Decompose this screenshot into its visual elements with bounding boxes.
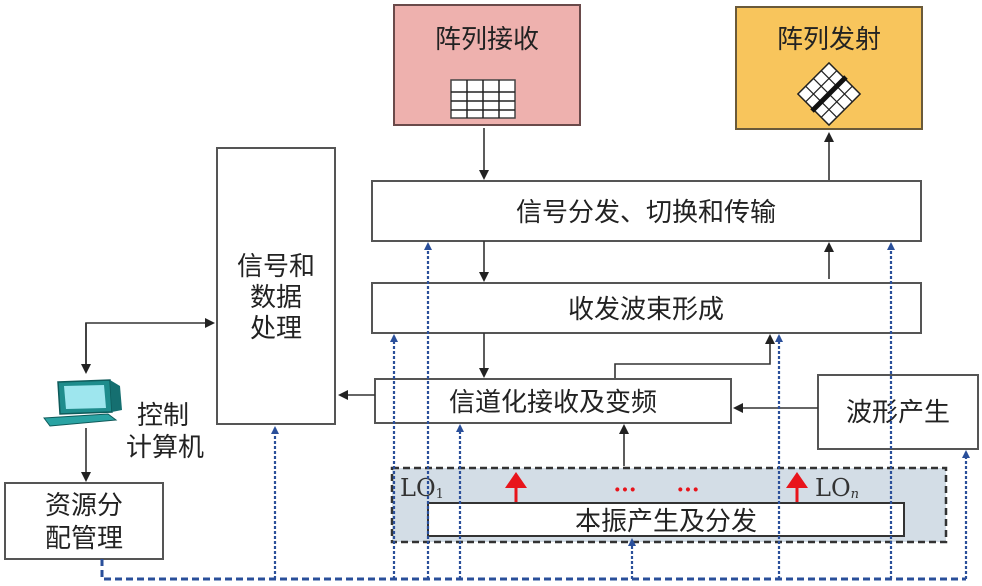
- array-receive-block: 阵列接收: [393, 4, 581, 126]
- waveform-generation-block: 波形产生: [817, 374, 979, 450]
- signal-processing-label-2: 数据: [250, 283, 302, 313]
- resource-management-label-1: 资源分: [45, 491, 123, 521]
- control-computer-label-1: 控制: [137, 401, 189, 431]
- channelized-to-beamforming-arrow: [614, 334, 775, 379]
- receive-array-grid-icon: [450, 79, 516, 119]
- lo-last-label: LOn: [815, 474, 859, 502]
- array-transmit-block: 阵列发射: [735, 6, 923, 130]
- control-computer-icon: [43, 379, 122, 427]
- signal-processing-label-3: 处理: [250, 314, 302, 344]
- signal-processing-label-1: 信号和: [237, 252, 315, 282]
- lo-first-label: LO1: [400, 474, 444, 502]
- control-computer-label-2: 计算机: [126, 433, 204, 463]
- array-receive-label: 阵列接收: [435, 25, 539, 55]
- array-transmit-label: 阵列发射: [777, 25, 881, 55]
- transmit-array-diamond-icon: [796, 61, 862, 127]
- signal-distribution-block: 信号分发、切换和传输: [371, 180, 922, 242]
- lo-distribution-label: 本振产生及分发: [575, 507, 757, 537]
- lo-ellipsis-2: ···: [677, 477, 700, 503]
- channelized-receive-block: 信道化接收及变频: [374, 378, 732, 424]
- signal-distribution-label: 信号分发、切换和传输: [516, 198, 776, 228]
- computer-to-processing-arrow: [85, 318, 215, 364]
- lo-first-arrow-icon: [505, 472, 527, 502]
- signal-processing-block: 信号和 数据 处理: [216, 147, 336, 425]
- beamforming-block: 收发波束形成: [371, 282, 922, 334]
- lo-group: LO1 LOn ··· ··· 本振产生及分发: [390, 466, 948, 544]
- resource-management-label-2: 配管理: [45, 524, 123, 554]
- waveform-generation-label: 波形产生: [846, 398, 950, 428]
- beamforming-label: 收发波束形成: [568, 295, 724, 325]
- channelized-receive-label: 信道化接收及变频: [449, 388, 657, 418]
- resource-management-block: 资源分 配管理: [4, 482, 164, 560]
- lo-last-arrow-icon: [786, 472, 808, 502]
- lo-ellipsis-1: ···: [614, 477, 637, 503]
- control-bus: [100, 242, 970, 581]
